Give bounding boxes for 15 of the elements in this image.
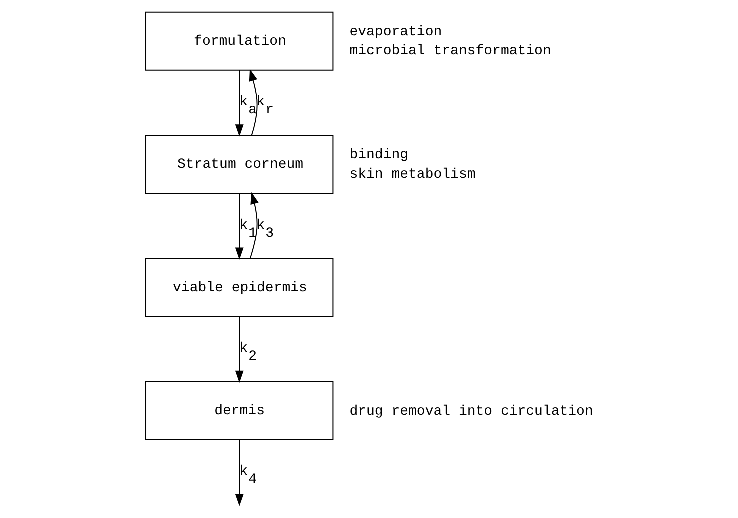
node-label: skin metabolism [349,166,476,183]
node-box: Stratum corneum [145,135,334,194]
node-label: binding [349,148,408,164]
node-box: formulation [145,12,334,71]
node-box: dermis [145,381,334,440]
arrow [249,192,258,259]
arrow [234,440,244,506]
node-label: microbial transformation [349,44,551,60]
arrow [234,193,244,260]
node-box: viable epidermis [145,258,334,318]
arrow [248,69,258,136]
node-label: evaporation [349,24,442,41]
arrow [234,316,244,383]
node-label: drug removal into circulation [349,404,593,420]
arrow [234,70,244,137]
